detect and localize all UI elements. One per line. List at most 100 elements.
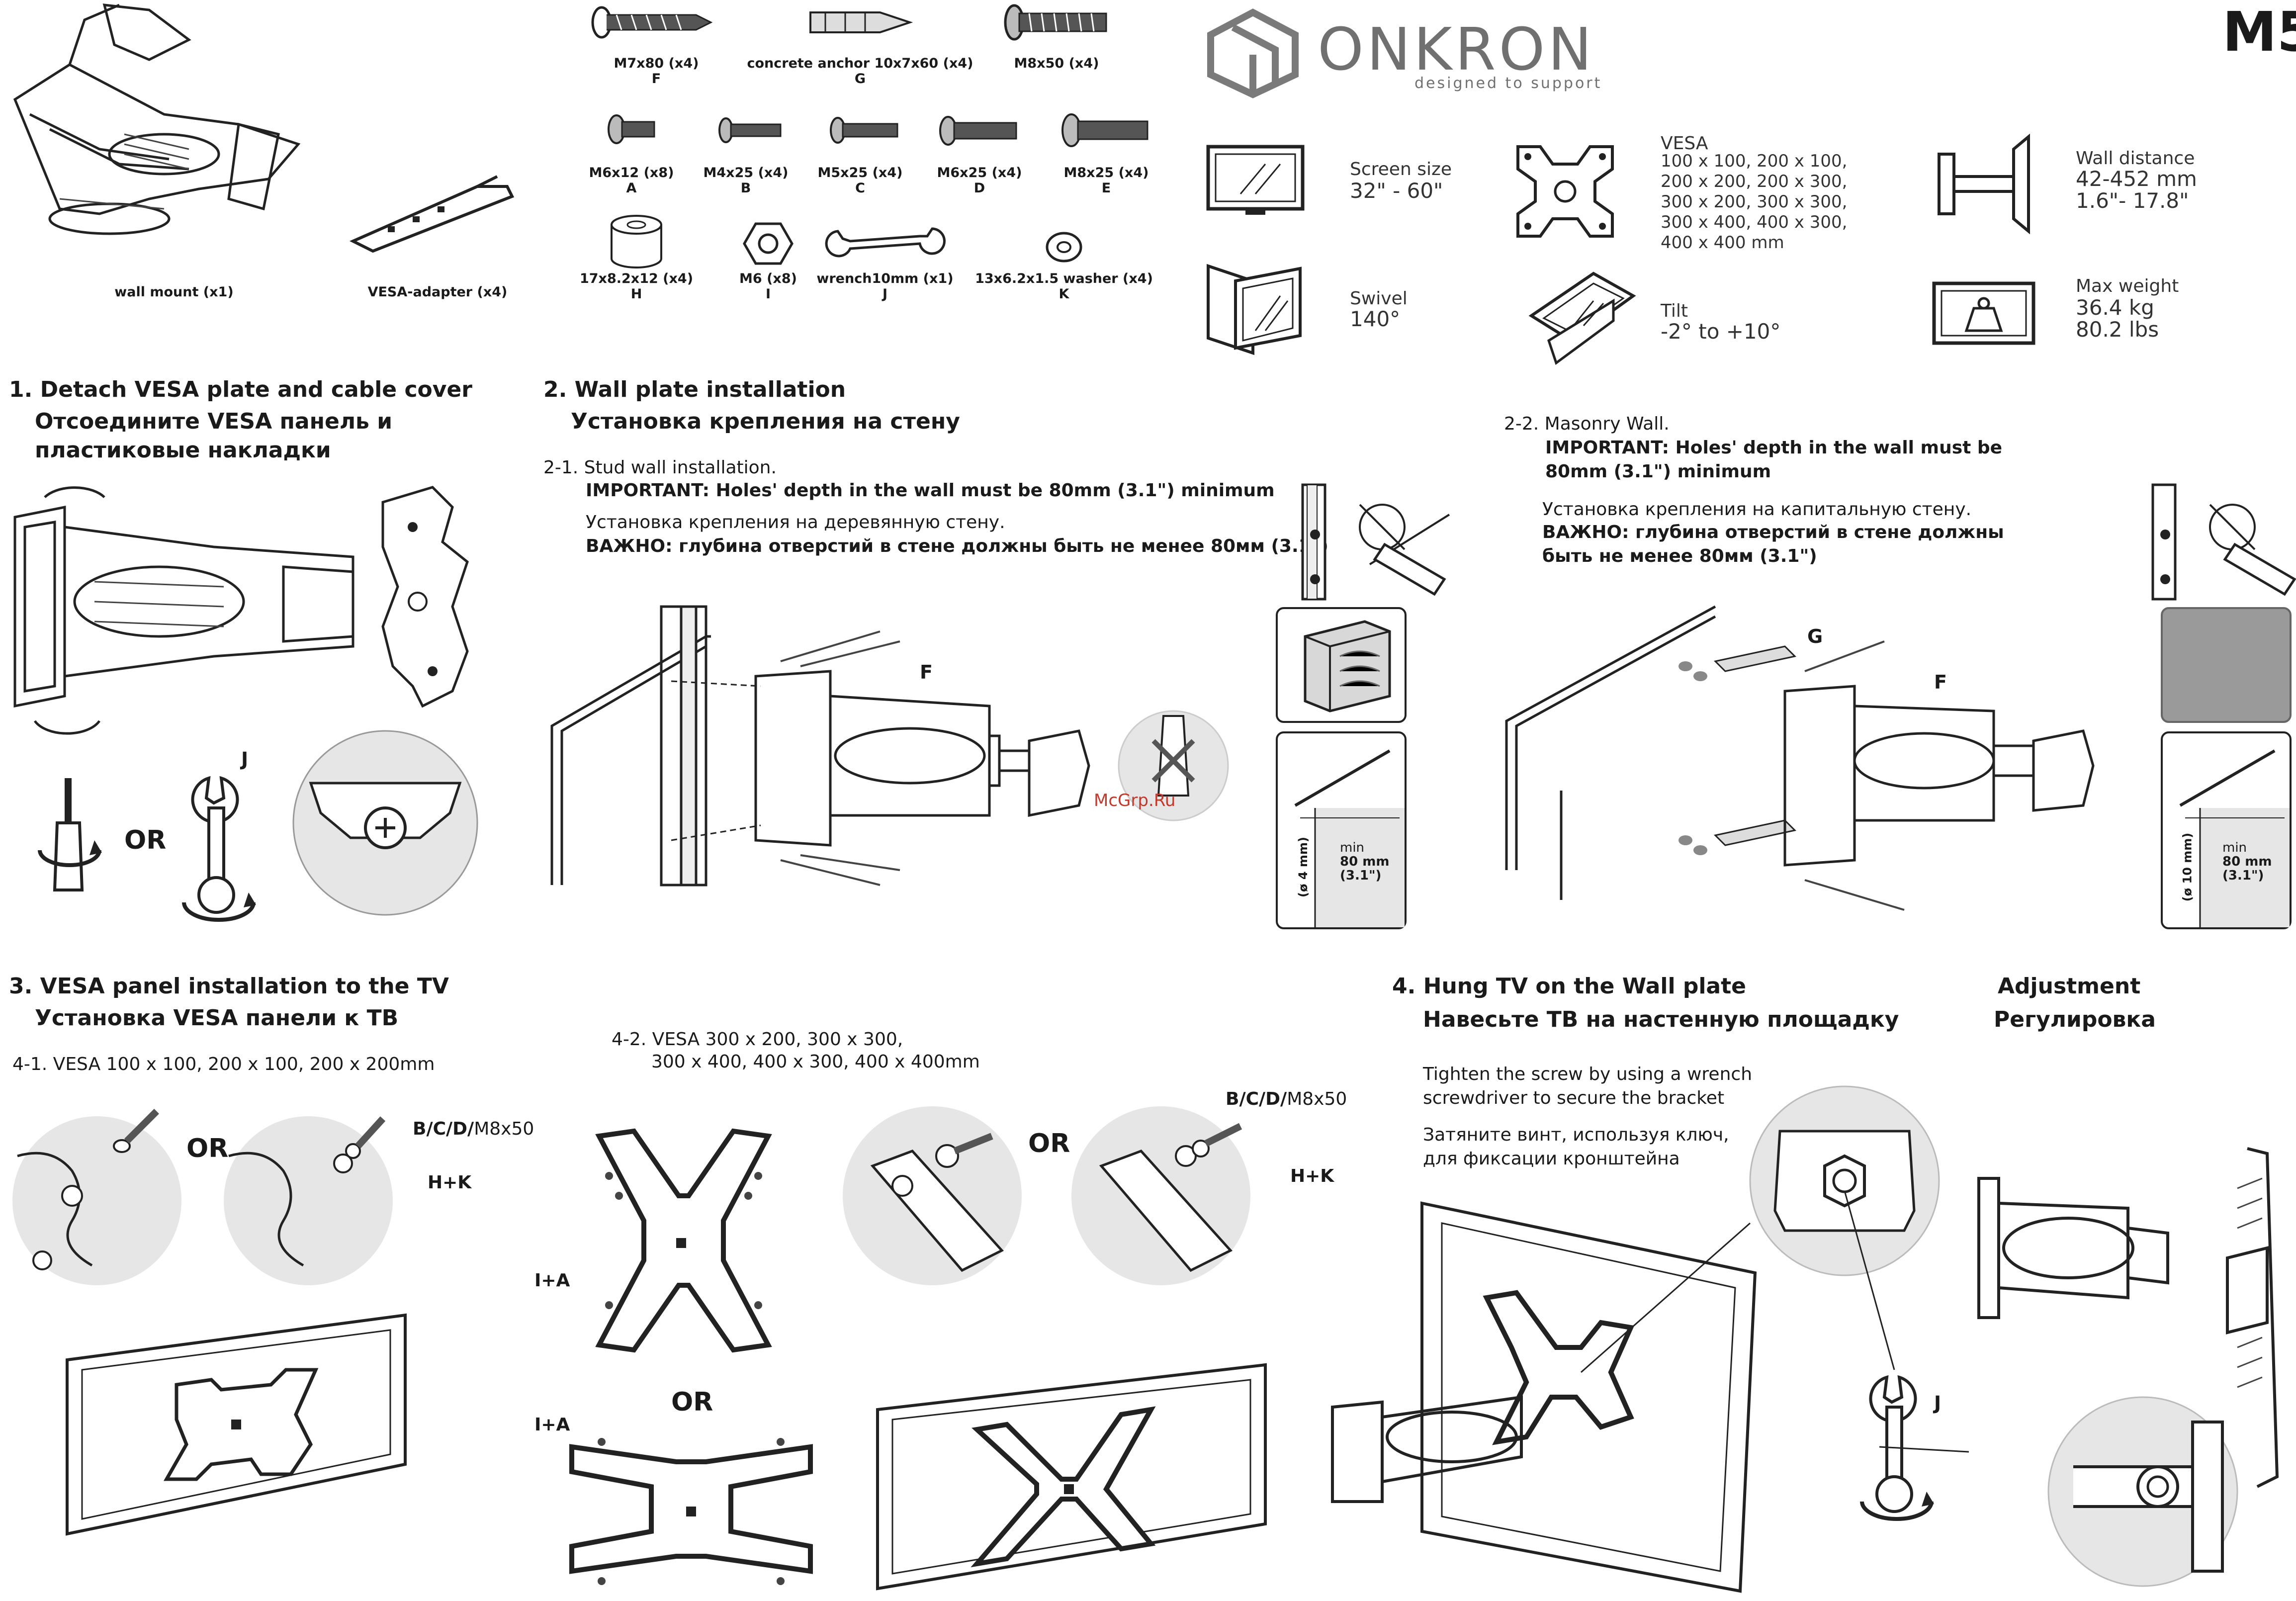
part-code: A xyxy=(626,180,637,196)
bolt-m8x50-icon xyxy=(999,2,1114,42)
masonry-label-g: G xyxy=(1807,625,1823,647)
wrench-rotate-icon xyxy=(179,773,256,922)
part-item: M7x80 (x4) F xyxy=(592,56,721,87)
part-item: M6 (x8) I xyxy=(716,271,820,302)
part-item: M8x50 (x4) xyxy=(994,56,1119,71)
washer-k-icon xyxy=(1044,230,1084,265)
model-name: M5 xyxy=(2222,0,2296,64)
step4-title-ru: Навесьте ТВ на настенную площадку xyxy=(1423,1007,1899,1032)
screw-f-icon xyxy=(587,5,716,40)
spec-swivel-value: 140° xyxy=(1350,307,1401,331)
part-item: 17x8.2x12 (x4) H xyxy=(572,271,701,302)
adjustment-title-en: Adjustment xyxy=(1998,974,2141,999)
part-desc: M6x25 (x4) xyxy=(937,165,1022,180)
stud-ru: Установка крепления на деревянную стену. xyxy=(586,512,1005,533)
masonry-ru: Установка крепления на капитальную стену… xyxy=(1542,499,1972,520)
screw-d-icon xyxy=(937,113,1022,148)
ia-label-2: I+A xyxy=(534,1415,570,1435)
part-code: K xyxy=(1059,286,1069,302)
stud-drill-depth-detail xyxy=(1275,731,1407,930)
tip-en-1: Tighten the screw by using a wrench xyxy=(1423,1064,1753,1084)
step2-title-en: 2. Wall plate installation xyxy=(543,377,846,402)
screw-a-icon xyxy=(604,112,659,147)
vesa-adapter-illustration xyxy=(348,177,517,256)
part-item: M5x25 (x4) C xyxy=(805,165,915,196)
wrench-j-icon xyxy=(828,224,942,264)
adjustment-zoom-circle xyxy=(2043,1392,2242,1591)
part-code: E xyxy=(1101,180,1111,196)
wrench-rotate-icon xyxy=(1857,1372,1934,1521)
part-item: 13x6.2x1.5 washer (x4) K xyxy=(974,271,1153,302)
masonry-marking-detail xyxy=(2150,485,2296,599)
vesa-small-title: 4-1. VESA 100 x 100, 200 x 100, 200 x 20… xyxy=(12,1054,435,1074)
stud-drill-diameter: (ø 4 mm) xyxy=(1296,837,1310,897)
masonry-drill-diameter: (ø 10 mm) xyxy=(2180,832,2195,902)
stud-drill-min: min xyxy=(1340,840,1365,855)
hk-label-1: H+K xyxy=(428,1172,472,1193)
spec-tilt-title: Tilt xyxy=(1661,301,1688,321)
stud-drill-depth-in: (3.1") xyxy=(1340,868,1382,883)
wall-distance-icon xyxy=(1934,134,2033,234)
spec-screen-size-value: 32" - 60" xyxy=(1350,178,1443,203)
bolt-spec-prefix: B/C/D/ xyxy=(413,1119,474,1139)
spec-max-weight-value: 36.4 kg 80.2 lbs xyxy=(2076,295,2159,342)
watermark-text: McGrp.Ru xyxy=(1094,791,1176,810)
step1-label-j: J xyxy=(241,748,249,770)
onkron-cube-icon xyxy=(1206,10,1300,94)
tip-ru-1: Затяните винт, используя ключ, xyxy=(1423,1125,1729,1145)
bolt-spec-1: B/C/D/M8x50 xyxy=(413,1119,534,1139)
spacer-h-icon xyxy=(604,214,669,268)
masonry-title: 2-2. Masonry Wall. xyxy=(1504,414,1670,434)
step3-title-en: 3. VESA panel installation to the TV xyxy=(9,974,449,999)
stud-important: IMPORTANT: Holes' depth in the wall must… xyxy=(586,480,1275,501)
vesa-x-plate-illustration xyxy=(589,1126,778,1355)
spec-screen-size-title: Screen size xyxy=(1350,159,1452,179)
bolt-spec-suffix: M8x50 xyxy=(474,1119,534,1139)
tilt-icon xyxy=(1529,271,1638,365)
vesa-adapter-label: VESA-adapter (x4) xyxy=(367,284,508,300)
bolt-spec-2: B/C/D/M8x50 xyxy=(1226,1089,1347,1109)
part-item: M6x12 (x8) A xyxy=(577,165,686,196)
bolt-spec-suffix: M8x50 xyxy=(1287,1089,1347,1109)
part-desc: wrench10mm (x1) xyxy=(816,271,954,286)
nut-i-icon xyxy=(743,221,793,266)
step4-label-j: J xyxy=(1934,1392,1942,1414)
part-code: C xyxy=(855,180,865,196)
masonry-drill-depth-detail xyxy=(2160,731,2292,930)
step3-or-2: OR xyxy=(671,1387,713,1417)
masonry-ru-important-1: ВАЖНО: глубина отверстий в стене должны xyxy=(1542,522,2004,542)
step3-title-ru: Установка VESA панели к ТВ xyxy=(35,1005,399,1031)
screw-b-icon xyxy=(716,115,786,145)
masonry-important-1: IMPORTANT: Holes' depth in the wall must… xyxy=(1545,438,2003,458)
vesa-large-detail-left xyxy=(843,1106,1022,1285)
masonry-drill-depth-in: (3.1") xyxy=(2222,868,2264,883)
stud-ru-important: ВАЖНО: глубина отверстий в стене должны … xyxy=(586,536,1328,556)
screw-c-icon xyxy=(828,115,902,145)
screen-size-icon xyxy=(1206,144,1305,215)
screw-e-icon xyxy=(1059,110,1153,150)
part-code: D xyxy=(973,180,985,196)
part-desc: M6 (x8) xyxy=(739,271,797,286)
step1-title-ru-2: пластиковые накладки xyxy=(35,438,331,463)
part-desc: 17x8.2x12 (x4) xyxy=(579,271,694,286)
tighten-zoom-circle xyxy=(1745,1081,1944,1280)
masonry-important-2: 80mm (3.1") minimum xyxy=(1545,461,1771,482)
vesa-small-detail-right xyxy=(224,1116,393,1285)
detach-illustration xyxy=(5,487,482,746)
part-code: G xyxy=(854,71,866,87)
part-desc: M7x80 (x4) xyxy=(614,56,699,71)
part-code: F xyxy=(651,71,661,87)
screwdriver-icon xyxy=(35,778,102,905)
brand-tagline: designed to support xyxy=(1414,75,1602,92)
wall-mount-label: wall mount (x1) xyxy=(114,284,234,300)
vesa-h-plate-illustration xyxy=(567,1438,815,1585)
stud-title: 2-1. Stud wall installation. xyxy=(543,457,777,478)
vesa-large-title-2: 300 x 400, 400 x 300, 400 x 400mm xyxy=(651,1052,980,1072)
vesa-small-detail-left xyxy=(12,1116,181,1285)
step1-or: OR xyxy=(124,825,167,855)
masonry-drill-depth: 80 mm xyxy=(2222,854,2272,869)
step1-title-en: 1. Detach VESA plate and cable cover xyxy=(9,377,472,402)
part-code: I xyxy=(765,286,771,302)
masonry-drill-min: min xyxy=(2222,840,2247,855)
part-desc: M4x25 (x4) xyxy=(703,165,789,180)
